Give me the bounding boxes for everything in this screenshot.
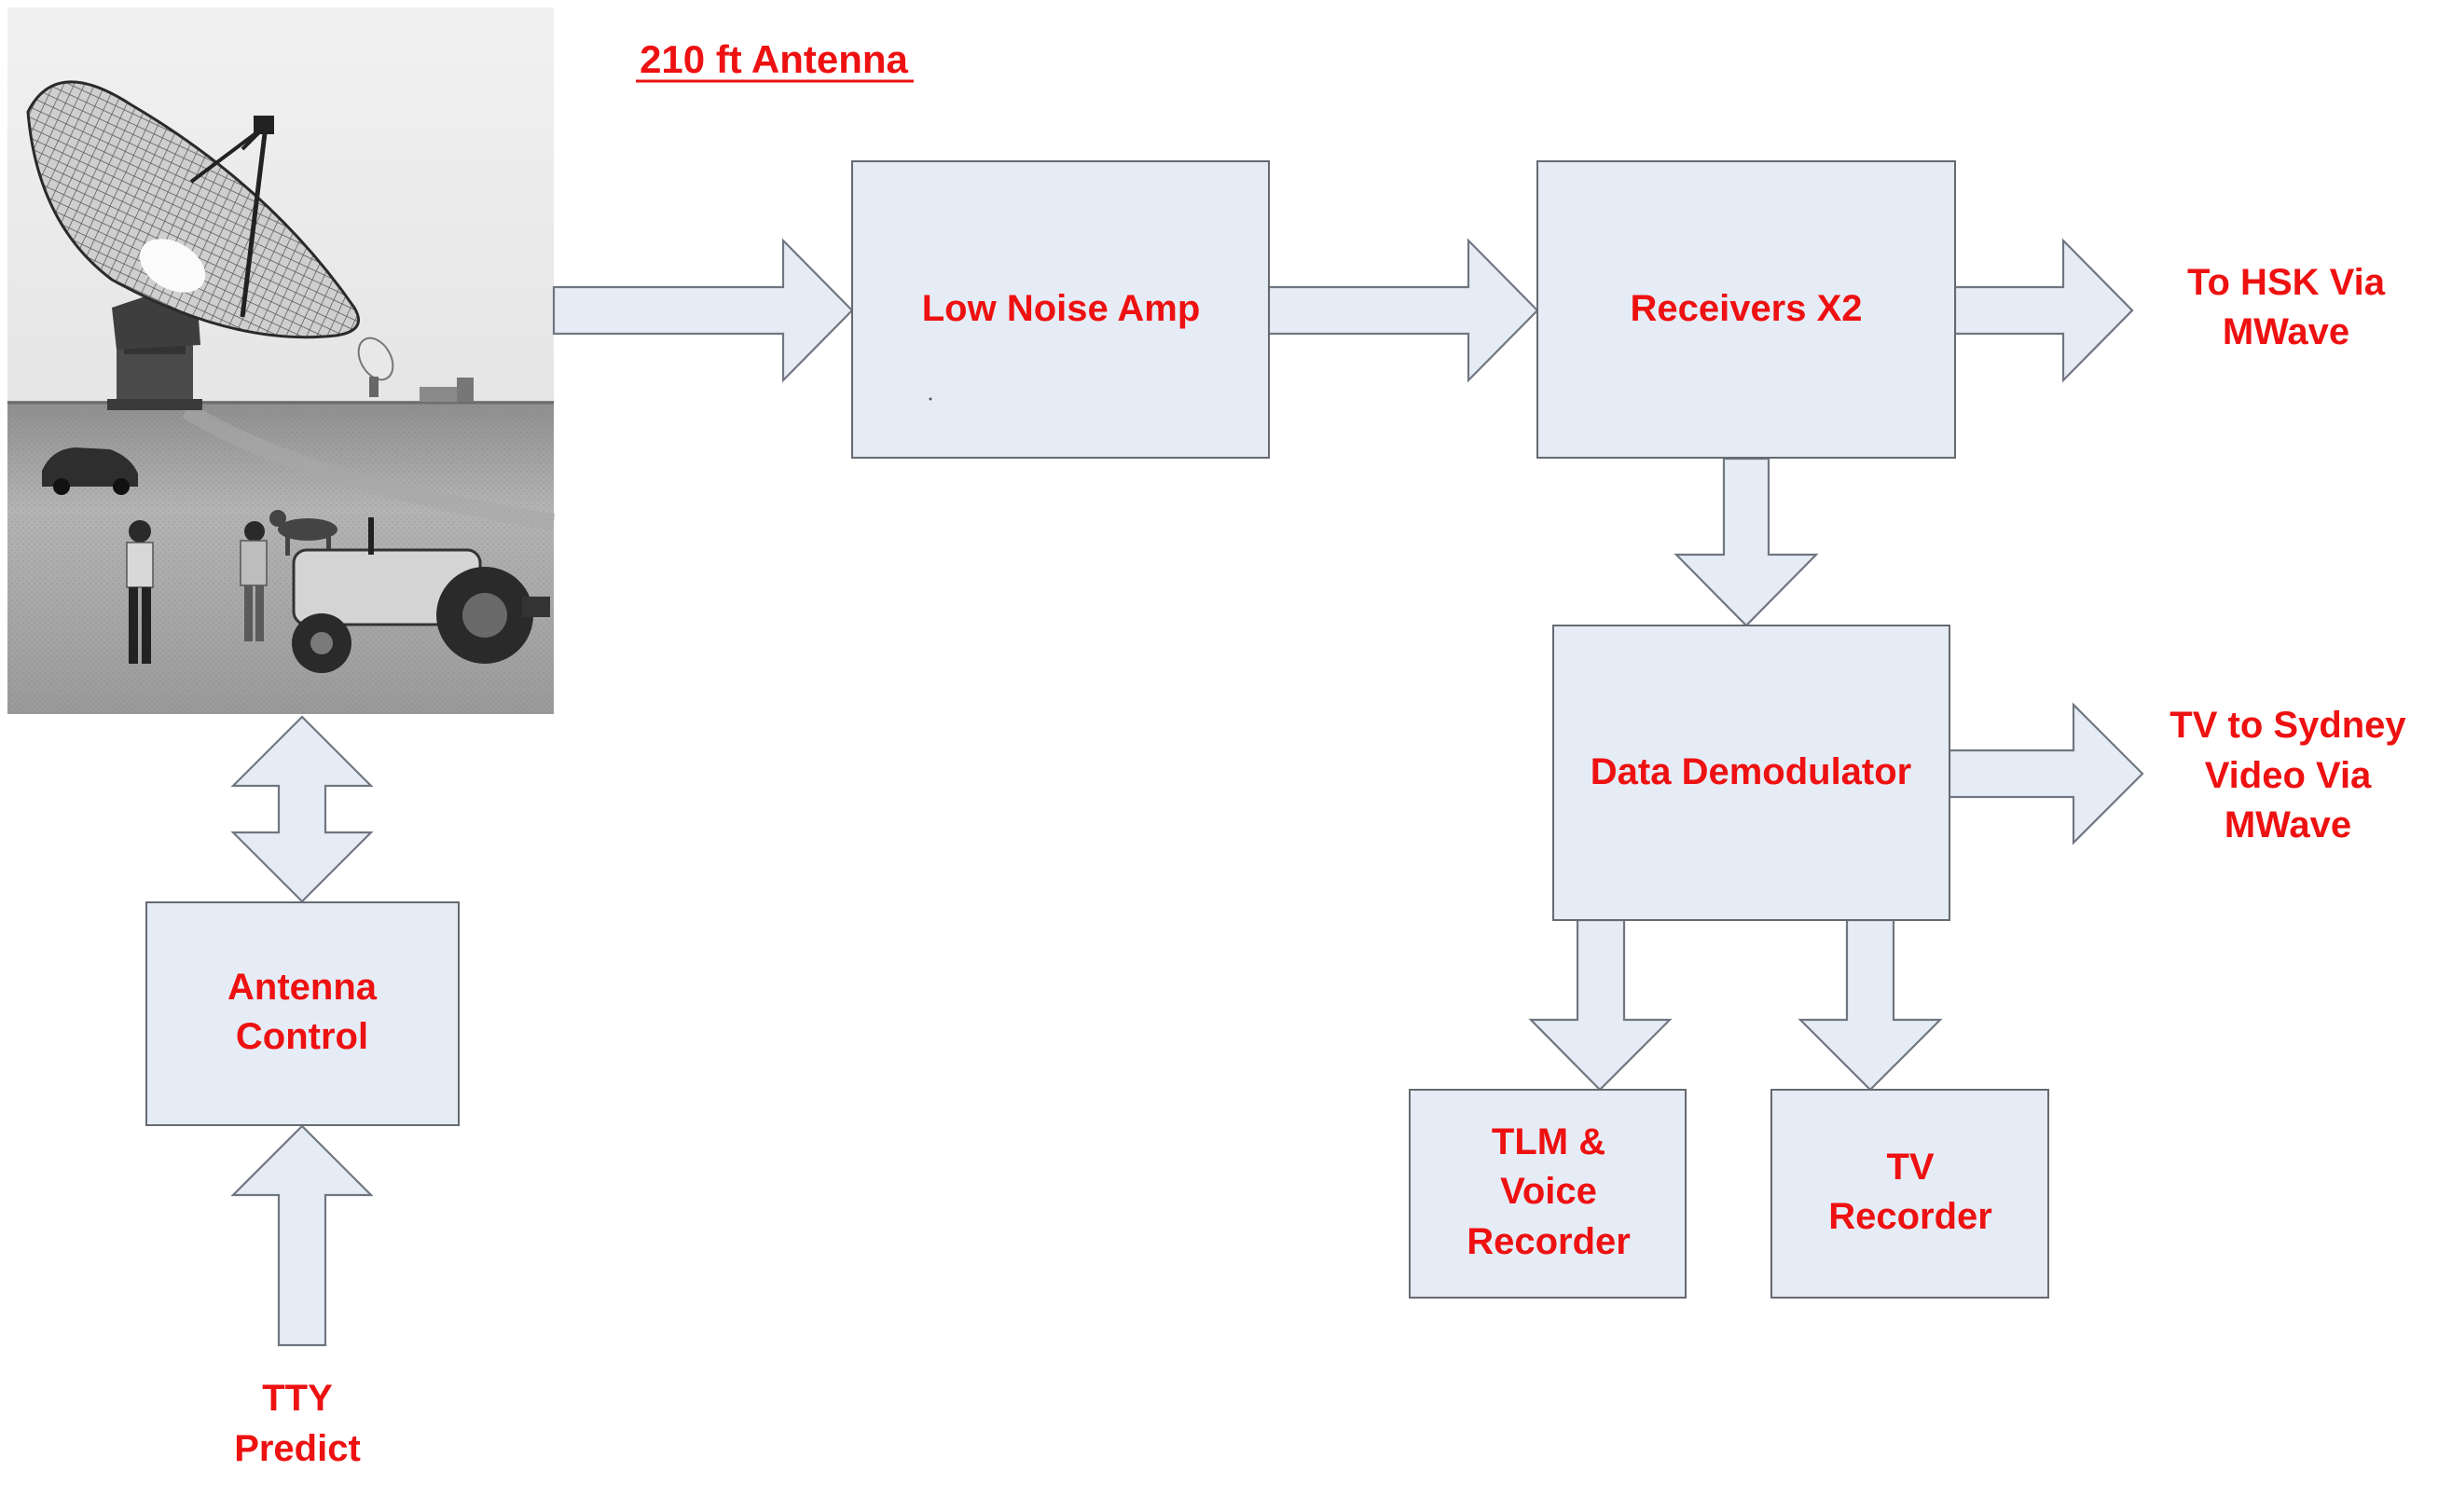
arrow-photo-antenna-control-bidirectional [230, 715, 374, 903]
dog-icon [269, 510, 337, 556]
to-hsk-label-line2: MWave [2223, 311, 2349, 352]
arrow-receivers-to-demodulator [1674, 457, 1819, 627]
low-noise-amp-block: Low Noise Amp [851, 160, 1270, 459]
tv-to-sydney-label-line1: TV to Sydney [2170, 705, 2406, 746]
tv-recorder-label-line1: TV [1886, 1147, 1934, 1188]
tripod-leg [189, 124, 268, 184]
antenna-control-box [145, 901, 460, 1126]
speck [929, 397, 932, 401]
receivers-block: Receivers X2 [1536, 160, 1956, 459]
to-hsk-label-line1: To HSK Via [2187, 262, 2386, 303]
arrow-receivers-to-hsk [1953, 238, 2134, 383]
low-noise-amp-label: Low Noise Amp [922, 288, 1201, 329]
tv-to-sydney-label-line3: MWave [2225, 804, 2351, 845]
arrow-lna-to-receivers [1267, 238, 1539, 383]
arrow-demodulator-to-tlm-recorder [1528, 918, 1673, 1092]
arrow-tty-to-antenna-control [230, 1124, 374, 1347]
person-icon [126, 520, 154, 664]
tlm-recorder-label-line3: Recorder [1467, 1221, 1631, 1262]
ground-track [182, 403, 556, 530]
to-hsk-output: To HSK Via MWave [2187, 262, 2386, 352]
antenna-photo [7, 7, 556, 714]
tlm-recorder-label-line2: Voice [1500, 1171, 1597, 1212]
receivers-label: Receivers X2 [1630, 288, 1862, 329]
tv-to-sydney-label-line2: Video Via [2205, 755, 2372, 796]
tv-recorder-block: TV Recorder [1770, 1089, 2049, 1299]
tty-predict-input: TTY Predict [234, 1378, 361, 1469]
data-demodulator-box [1552, 625, 1950, 921]
diagram-title: 210 ft Antenna [640, 37, 908, 81]
radio-telescope-icon [26, 80, 360, 410]
distant-building [457, 378, 474, 402]
antenna-control-label-line2: Control [236, 1016, 368, 1057]
tty-predict-label-line1: TTY [262, 1378, 333, 1419]
low-noise-amp-box [851, 160, 1270, 459]
tower-band [124, 345, 186, 354]
tower-base [107, 399, 202, 410]
dish-center [139, 239, 206, 293]
tlm-voice-recorder-block: TLM & Voice Recorder [1409, 1089, 1687, 1299]
arrow-antenna-to-lna [552, 238, 854, 383]
small-antenna-icon [357, 337, 394, 397]
tripod-leg [240, 125, 269, 318]
data-demodulator-block: Data Demodulator [1552, 625, 1950, 921]
tractor-icon [292, 517, 550, 673]
tv-recorder-label-line2: Recorder [1828, 1196, 1992, 1237]
receivers-box [1536, 160, 1956, 459]
data-demodulator-label: Data Demodulator [1591, 751, 1912, 792]
diagram-title-group: 210 ft Antenna [636, 37, 914, 83]
car-icon [42, 447, 138, 495]
tty-predict-label-line2: Predict [234, 1428, 361, 1469]
arrow-demodulator-to-sydney [1948, 702, 2144, 845]
tv-recorder-box [1770, 1089, 2049, 1299]
tlm-recorder-label-line1: TLM & [1492, 1121, 1605, 1162]
arrow-demodulator-to-tv-recorder [1798, 918, 1943, 1092]
tv-to-sydney-output: TV to Sydney Video Via MWave [2170, 705, 2406, 845]
person-icon [240, 521, 268, 641]
dish-surface [26, 80, 360, 339]
antenna-control-block: Antenna Control [145, 901, 460, 1126]
feed-cabin [254, 116, 274, 134]
tlm-voice-recorder-box [1409, 1089, 1687, 1299]
antenna-control-label-line1: Antenna [227, 967, 378, 1008]
distant-building [420, 387, 464, 402]
